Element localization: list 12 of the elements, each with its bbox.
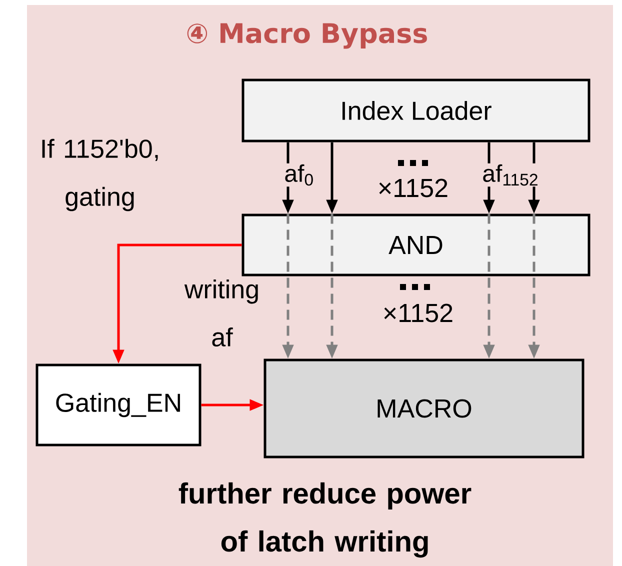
block-box: Gating_EN (36, 364, 202, 446)
annotation-text: If 1152'b0, gating (42, 138, 158, 212)
block-box: Index Loader (242, 78, 590, 142)
annotation-text: writing af (184, 279, 258, 347)
edge-label: af$_{0}$ (283, 163, 316, 187)
annotation-text: ×1152 (384, 304, 452, 322)
annotation-text: ×1152 (379, 178, 448, 198)
block-box: AND (242, 214, 590, 276)
edge-label: af$_{1152}$ (481, 163, 540, 187)
title: ④ Macro Bypass (187, 23, 427, 49)
caption: further reduce power of latch writing (178, 482, 472, 558)
block-box: MACRO (264, 358, 584, 458)
